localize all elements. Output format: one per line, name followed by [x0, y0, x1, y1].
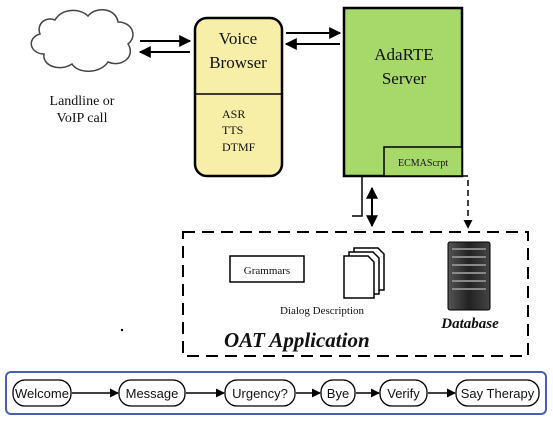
voice-browser-box [193, 16, 284, 178]
flow-step-box [320, 379, 356, 407]
voice-browser-title-line2: Browser [209, 53, 267, 72]
client-label-line1: Landline or [50, 94, 115, 109]
grammars-label: Grammars [244, 265, 290, 277]
grammars-box [229, 255, 305, 283]
flow-step-box [224, 379, 296, 407]
feature-dtmf: DTMF [222, 140, 256, 154]
database-label: Database [440, 316, 499, 332]
oat-application-container [182, 231, 529, 357]
flow-step-label: Bye [327, 386, 349, 401]
flow-step-label: Say Therapy [461, 386, 535, 401]
stray-dot [120, 328, 124, 332]
document-stack-icon [343, 247, 385, 299]
ecmascript-label: ECMAScrpt [398, 158, 448, 169]
flow-step-label: Welcome [15, 386, 69, 401]
cloud-icon [30, 9, 134, 72]
oat-application-title: OAT Application [224, 328, 370, 352]
client-label-line2: VoIP call [57, 111, 108, 126]
server-oat-connector [352, 176, 363, 217]
dialog-flow: Welcome Message Urgency? Bye Verify Say Thera… [12, 379, 540, 407]
server-box [342, 6, 464, 178]
flow-step-label: Message [126, 386, 179, 401]
flow-step-box [12, 379, 72, 407]
dialog-description-label: Dialog Description [280, 305, 365, 317]
flow-step-label: Urgency? [232, 386, 288, 401]
server-title-line2: Server [382, 69, 427, 88]
feature-tts: TTS [222, 123, 243, 137]
feature-asr: ASR [222, 107, 245, 121]
server-title-line1: AdaRTE [374, 45, 433, 64]
flow-step-label: Verify [387, 386, 420, 401]
flow-step-box [455, 379, 540, 407]
server-database-link [462, 175, 473, 229]
flow-step-box [118, 379, 186, 407]
voice-browser-title-line1: Voice [219, 29, 257, 48]
flow-step-box [379, 379, 428, 407]
database-server-icon [447, 241, 491, 311]
